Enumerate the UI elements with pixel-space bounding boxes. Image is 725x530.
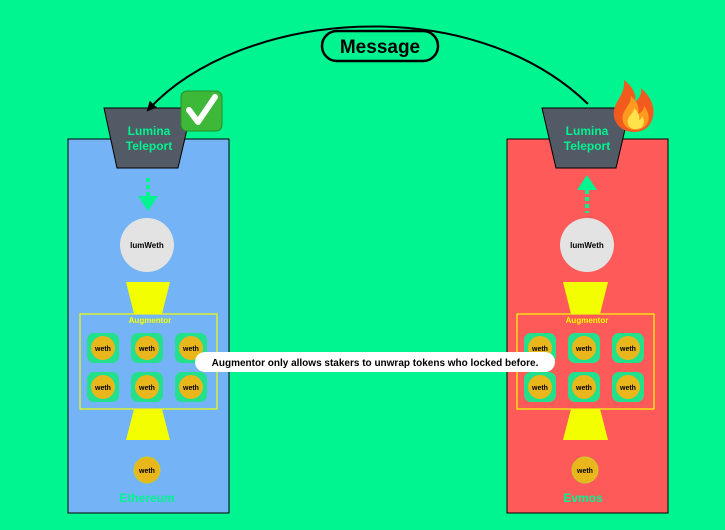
left-weth-label: weth	[94, 385, 111, 392]
right-lumina-teleport	[541, 107, 631, 169]
left-weth-label: weth	[94, 346, 111, 353]
left-weth-label: weth	[182, 385, 199, 392]
right-chain-label: Evmos	[563, 491, 603, 505]
left-bottom-weth-label: weth	[138, 468, 155, 475]
left-weth-token	[135, 336, 159, 360]
left-weth-token	[135, 375, 159, 399]
left-bottom-funnel	[126, 409, 170, 440]
right-bottom-weth-label: weth	[576, 468, 593, 475]
right-weth-label: weth	[575, 385, 592, 392]
right-lumweth-label: lumWeth	[570, 241, 604, 250]
message-label: Message	[340, 37, 420, 58]
right-weth-token	[572, 336, 596, 360]
augmentor-note-text: Augmentor only allows stakers to unwrap …	[212, 358, 539, 369]
left-down-arrow	[138, 178, 158, 211]
right-augmentor-label: Augmentor	[566, 316, 609, 325]
left-weth-label: weth	[182, 346, 199, 353]
message-pill	[320, 29, 440, 63]
right-top-funnel	[563, 282, 608, 314]
left-weth-label: weth	[138, 346, 155, 353]
left-top-funnel	[126, 282, 170, 314]
right-weth-token	[528, 375, 552, 399]
augmentor-note-box	[195, 352, 555, 372]
left-weth-token	[179, 375, 203, 399]
left-chain: Lumina Teleport lumWeth Augmentor weth we…	[67, 90, 230, 514]
right-weth-token	[572, 375, 596, 399]
check-mark-icon	[180, 90, 223, 132]
right-weth-token	[616, 336, 640, 360]
right-token-grid: weth weth weth weth weth weth	[524, 333, 644, 402]
left-teleport-label-line2: Teleport	[126, 139, 172, 153]
left-lumina-teleport	[103, 107, 193, 169]
right-bottom-weth-token	[571, 456, 599, 484]
right-bottom-funnel	[563, 409, 608, 440]
left-lumweth-token	[120, 218, 174, 272]
left-lumweth-label: lumWeth	[130, 241, 164, 250]
right-weth-label: weth	[619, 385, 636, 392]
left-weth-token	[179, 336, 203, 360]
left-teleport-label-line1: Lumina	[128, 124, 171, 138]
right-weth-label: weth	[575, 346, 592, 353]
left-weth-label: weth	[138, 385, 155, 392]
right-teleport-label-line1: Lumina	[566, 124, 609, 138]
right-lumweth-token	[560, 218, 614, 272]
message-arrow	[146, 25, 589, 112]
fire-icon	[613, 80, 654, 132]
right-weth-label: weth	[531, 346, 548, 353]
right-weth-label: weth	[531, 385, 548, 392]
left-augmentor-label: Augmentor	[129, 316, 172, 325]
right-up-arrow	[577, 175, 597, 213]
left-weth-token	[91, 336, 115, 360]
right-chain-panel	[506, 138, 669, 514]
left-bottom-weth-token	[133, 456, 161, 484]
right-teleport-label-line2: Teleport	[564, 139, 610, 153]
left-chain-label: Ethereum	[119, 491, 174, 505]
right-weth-token	[616, 375, 640, 399]
right-weth-label: weth	[619, 346, 636, 353]
left-weth-token	[91, 375, 115, 399]
